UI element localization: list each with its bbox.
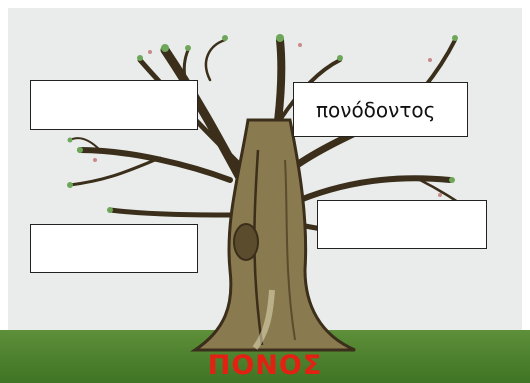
empty-text-box[interactable] <box>30 80 198 130</box>
root-label: ΠΟΝΟΣ <box>207 350 323 381</box>
text-box-toothache[interactable]: πονόδοντος <box>293 82 468 137</box>
empty-text-box[interactable] <box>30 224 198 273</box>
empty-text-box[interactable] <box>317 200 487 249</box>
tree-blossoms <box>93 43 442 197</box>
trunk-groove <box>284 159 296 341</box>
trunk-highlight <box>252 289 275 350</box>
trunk-knot <box>233 223 259 261</box>
tree-trunk <box>190 118 356 352</box>
